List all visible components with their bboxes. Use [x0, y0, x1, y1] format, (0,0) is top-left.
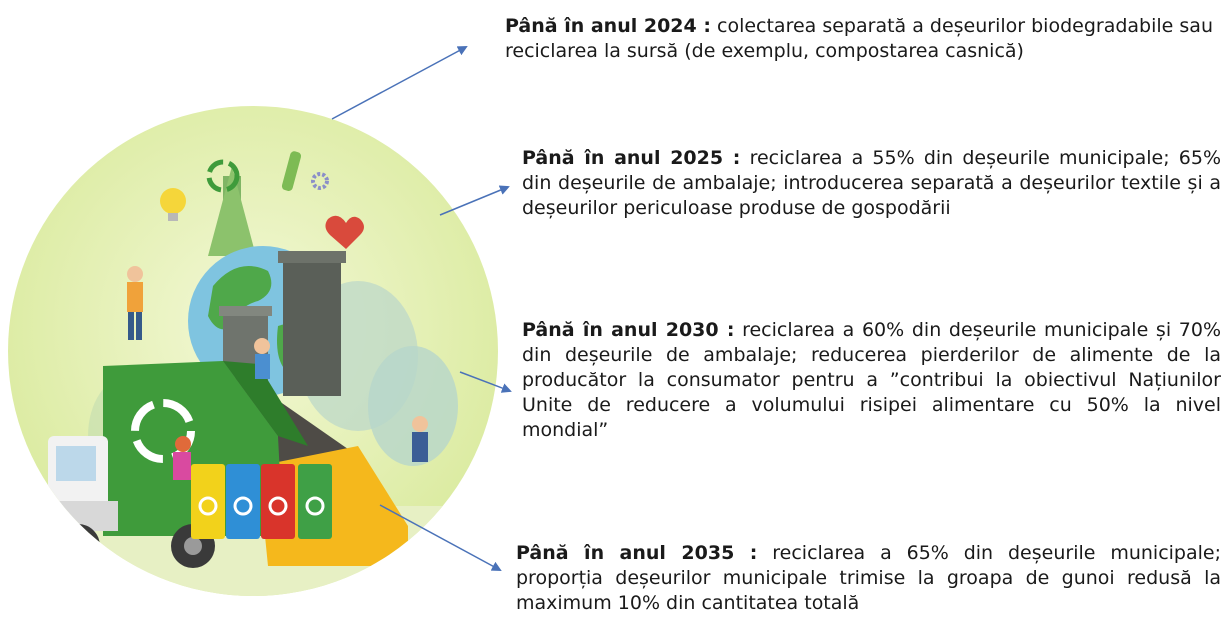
lightbulb-icon [160, 188, 186, 221]
recycling-bin-icon [226, 464, 260, 539]
recycling-bins [191, 464, 332, 539]
goal-2024: Până în anul 2024 : colectarea separată … [505, 14, 1220, 64]
bottle-icon [281, 151, 302, 191]
goal-2024-text: colectarea separată a deșeurilor biodegr… [505, 15, 1213, 62]
goal-2025-lead: Până în anul 2025 : [522, 147, 741, 169]
gear-icon [311, 172, 329, 190]
heart-icon [325, 215, 364, 249]
person-icon [173, 436, 191, 480]
goal-2030-lead: Până în anul 2030 : [522, 319, 735, 341]
recycling-illustration [8, 106, 498, 596]
goal-2025: Până în anul 2025 : reciclarea a 55% din… [522, 146, 1221, 221]
person-icon [127, 266, 143, 340]
goal-2030-text: reciclarea a 60% din deșeurile municipal… [522, 319, 1221, 441]
person-icon [412, 416, 428, 462]
goal-2035-text: reciclarea a 65% din deșeurile municipal… [516, 542, 1221, 614]
recycling-bin-icon [261, 464, 295, 539]
recycling-bin-icon [191, 464, 225, 539]
goal-2024-lead: Până în anul 2024 : [505, 15, 711, 37]
goal-2030: Până în anul 2030 : reciclarea a 60% din… [522, 318, 1221, 443]
recycling-bin-icon [298, 464, 332, 539]
person-icon [254, 338, 270, 379]
goal-2025-text: reciclarea a 55% din deșeurile municipal… [522, 147, 1222, 219]
goal-2035: Până în anul 2035 : reciclarea a 65% din… [516, 541, 1221, 616]
recycle-icon [206, 159, 240, 193]
goal-2035-lead: Până în anul 2035 : [516, 542, 758, 564]
